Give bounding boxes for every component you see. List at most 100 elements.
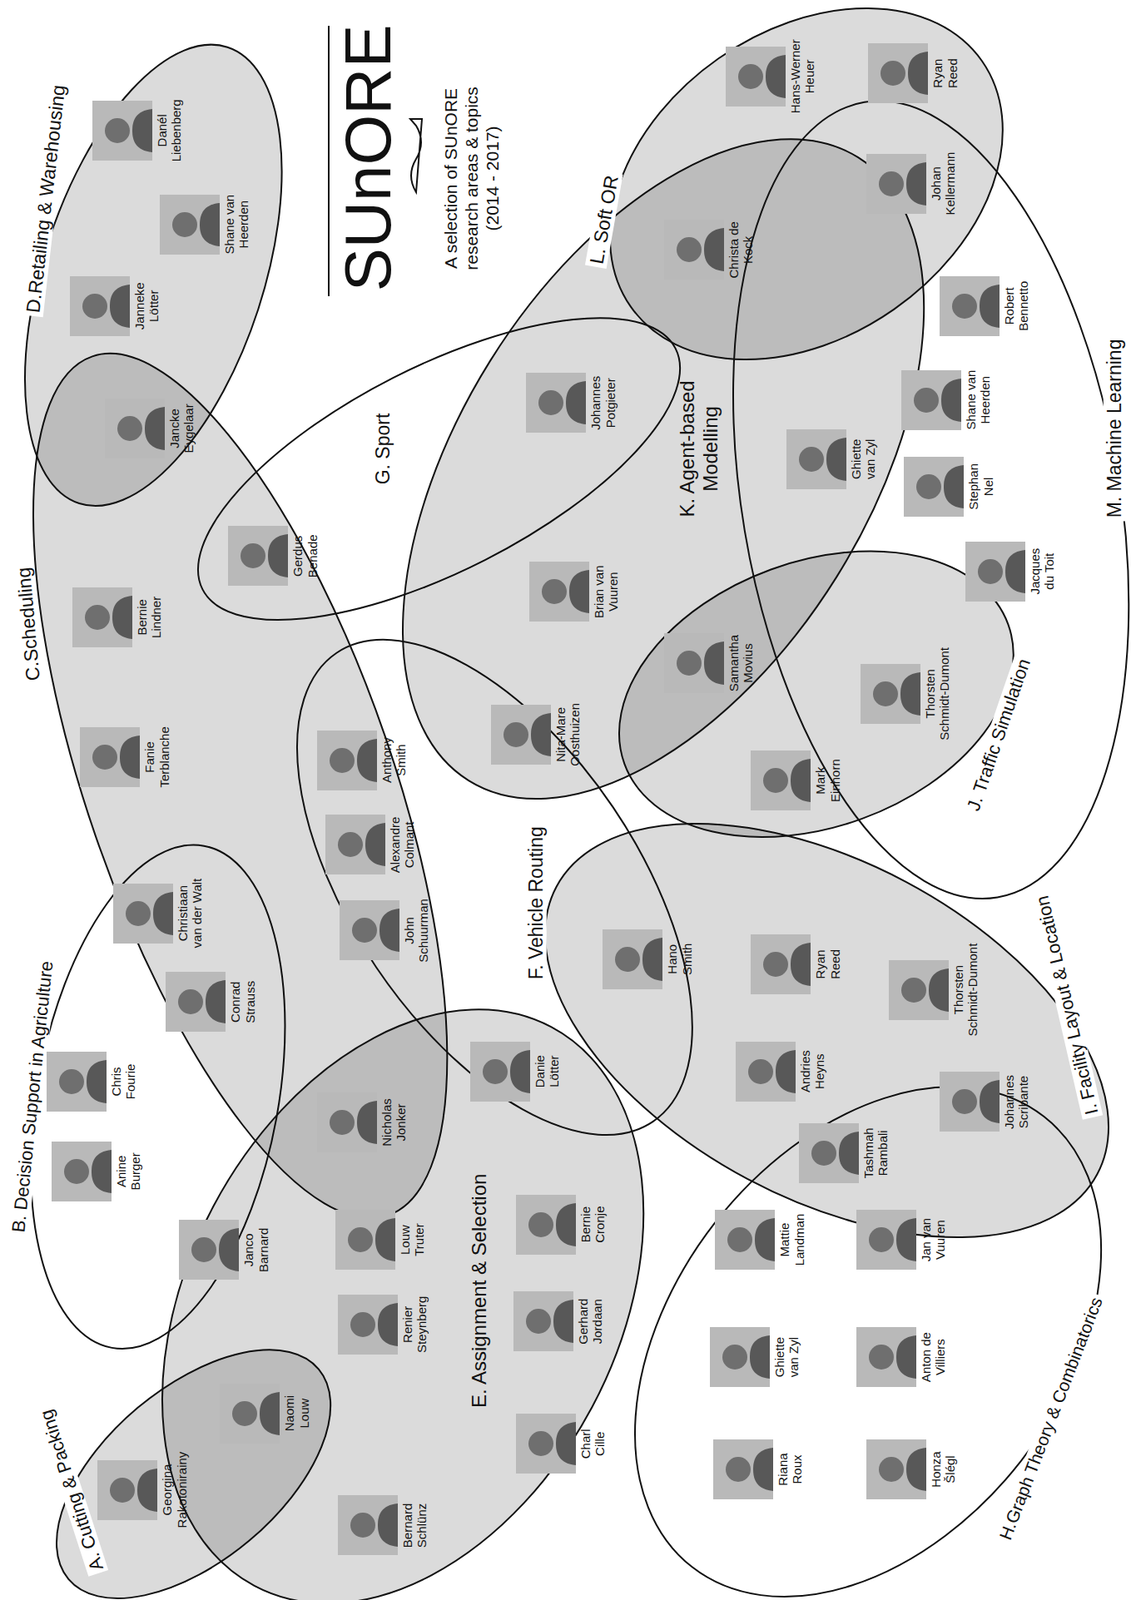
member-card: Ghiette van Zyl (786, 429, 879, 490)
portrait-photo (159, 194, 220, 255)
logo-rule (327, 25, 330, 297)
photo-ground (79, 727, 140, 788)
portrait-photo (337, 1294, 398, 1355)
member-card: Bernie Cronje (515, 1195, 608, 1256)
member-card: Johannes Potgieter (525, 372, 618, 433)
member-name: Tashmah Rambali (861, 1123, 891, 1184)
photo-ground (104, 398, 165, 459)
portrait-photo (866, 153, 927, 214)
photo-shoulders (838, 1131, 859, 1176)
portrait-photo (750, 750, 811, 811)
portrait-photo (664, 219, 725, 280)
photo-shoulders (375, 1218, 396, 1262)
photo-ground (515, 1195, 576, 1256)
member-card: Ryan Reed (750, 934, 843, 995)
photo-head (82, 293, 108, 319)
photo-ground (856, 1210, 917, 1270)
portrait-photo (888, 960, 949, 1021)
member-name: Renier Steynberg (400, 1294, 430, 1355)
photo-head (763, 952, 789, 978)
member-card: Chris Fourie (46, 1051, 139, 1112)
portrait-photo (664, 633, 725, 694)
member-card: Johan Kellermann (866, 148, 958, 219)
photo-shoulders (205, 980, 226, 1024)
photo-ground (165, 972, 226, 1032)
member-name: Johannes Scribante (1002, 1071, 1032, 1132)
photo-shoulders (86, 1060, 107, 1104)
member-name: Danie Lötter (532, 1041, 562, 1102)
logo-text: SUnORE (335, 24, 401, 293)
portrait-photo (165, 972, 226, 1032)
portrait-photo (939, 276, 1000, 337)
photo-ground (856, 1327, 917, 1388)
member-name: Mattie Landman (777, 1210, 807, 1270)
member-name: Stephan Nel (966, 456, 996, 517)
member-card: Anthony Smith (317, 730, 409, 791)
photo-shoulders (199, 203, 220, 247)
photo-shoulders (765, 54, 786, 99)
photo-head (868, 1227, 894, 1253)
photo-shoulders (826, 437, 847, 482)
photo-shoulders (112, 595, 133, 640)
photo-head (538, 390, 564, 416)
photo-head (347, 1227, 373, 1253)
member-card: Gerhard Jordaan (513, 1291, 606, 1352)
photo-ground (725, 46, 786, 107)
portrait-photo (866, 1439, 927, 1500)
member-card: Alexandre Colmant (325, 814, 417, 875)
member-name: Gerhard Jordaan (575, 1291, 606, 1352)
photo-head (763, 768, 789, 794)
photo-head (92, 744, 118, 770)
photo-ground (709, 1327, 770, 1388)
photo-ground (317, 1092, 377, 1153)
member-card: Naomi Louw (219, 1383, 312, 1444)
photo-ground (529, 561, 590, 622)
photo-head (952, 293, 978, 319)
photo-shoulders (775, 1050, 796, 1094)
portrait-photo (860, 664, 921, 725)
portrait-photo (104, 398, 165, 459)
portrait-photo (798, 1123, 859, 1184)
member-name: Nita-Mare Oosthuizen (553, 699, 583, 770)
portrait-photo (515, 1413, 576, 1474)
portrait-photo (51, 1141, 112, 1202)
member-name: Jacques du Toit (1027, 542, 1057, 601)
member-name: Riana Roux (775, 1439, 805, 1500)
member-card: Honza Šlégl (866, 1439, 958, 1500)
photo-ground (939, 1071, 1000, 1132)
portrait-photo (178, 1220, 239, 1280)
member-name: Ryan Reed (930, 43, 960, 104)
member-card: Samantha Movius (664, 633, 756, 694)
member-name: Ryan Reed (813, 934, 843, 995)
photo-shoulders (555, 1422, 576, 1466)
member-card: Mark Einhorn (750, 750, 843, 811)
portrait-photo (965, 541, 1026, 602)
member-name: Samantha Movius (726, 633, 756, 694)
region-heading: M. Machine Learning (1103, 336, 1126, 522)
portrait-photo (725, 46, 786, 107)
photo-shoulders (900, 672, 921, 716)
photo-head (722, 1344, 748, 1370)
member-card: Stephan Nel (903, 456, 996, 517)
member-name: Jan van Vuuren (918, 1205, 948, 1276)
member-name: Anton de Villiers (918, 1327, 948, 1388)
photo-ground (664, 633, 725, 694)
photo-head (352, 917, 377, 943)
photo-shoulders (979, 284, 1000, 328)
logo-swoosh (410, 119, 422, 193)
photo-ground (888, 960, 949, 1021)
member-card: Renier Steynberg (337, 1294, 430, 1355)
photo-ground (325, 814, 386, 875)
portrait-photo (901, 370, 962, 431)
member-card: Hano Smith (602, 929, 695, 990)
member-card: Danél Liebenberg (92, 94, 184, 166)
member-card: Shane van Heerden (901, 362, 993, 438)
portrait-photo (470, 1041, 531, 1102)
photo-ground (491, 704, 551, 765)
diagram-title: A selection of SUnORE research areas & t… (440, 74, 504, 283)
photo-head (901, 977, 927, 1003)
portrait-photo (709, 1327, 770, 1388)
member-name: Hans-Werner Heuer (788, 36, 818, 116)
portrait-photo (92, 100, 153, 161)
member-card: Conrad Strauss (165, 972, 258, 1032)
